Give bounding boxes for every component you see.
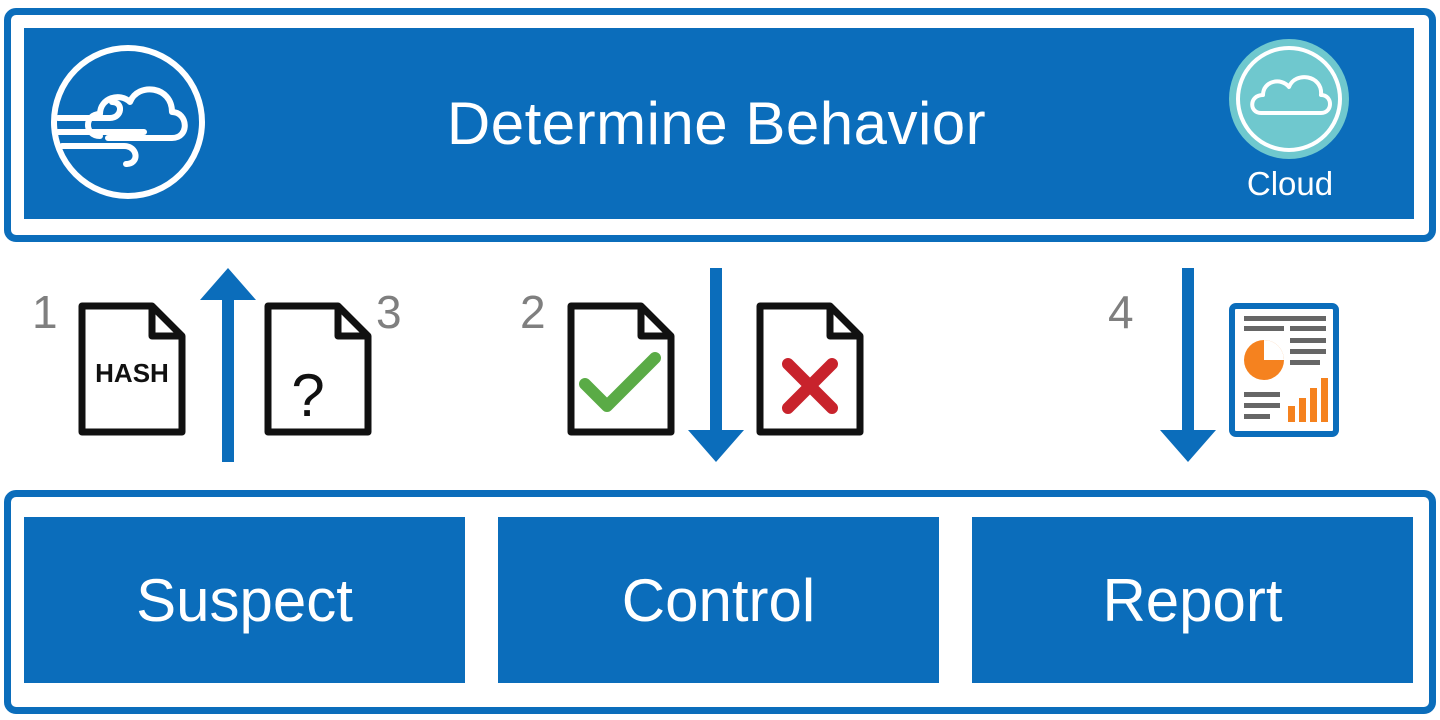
x-document-icon	[756, 302, 864, 436]
panel-title: Determine Behavior	[446, 90, 987, 157]
question-mark-text: ?	[291, 362, 324, 429]
check-icon	[579, 352, 661, 412]
stage-label-report: Report	[1102, 566, 1283, 634]
cloud-label: Cloud	[1246, 165, 1334, 202]
step-number-4: 4	[1108, 286, 1134, 338]
step-number-2: 2	[520, 286, 546, 338]
wind-cloud-icon	[51, 45, 205, 199]
stage-box-report: Report	[972, 517, 1413, 683]
stage-box-suspect: Suspect	[24, 517, 465, 683]
checkmark-document-icon	[567, 302, 675, 436]
hash-document-icon: HASH	[78, 302, 186, 436]
arrow-down-icon	[1160, 268, 1216, 462]
unknown-document-icon: ?	[264, 302, 372, 436]
step-number-3: 3	[376, 286, 402, 338]
arrow-up-icon	[200, 268, 256, 462]
stage-label-control: Control	[621, 566, 816, 634]
step-number-1: 1	[32, 286, 58, 338]
stage-box-control: Control	[498, 517, 939, 683]
arrow-down-icon	[688, 268, 744, 462]
cloud-icon	[1229, 39, 1349, 159]
cloud-panel: Determine Behavior	[24, 28, 1414, 219]
stage-label-suspect: Suspect	[136, 566, 353, 634]
report-icon	[1229, 303, 1339, 437]
cross-icon	[782, 358, 838, 414]
hash-text: HASH	[95, 358, 169, 388]
